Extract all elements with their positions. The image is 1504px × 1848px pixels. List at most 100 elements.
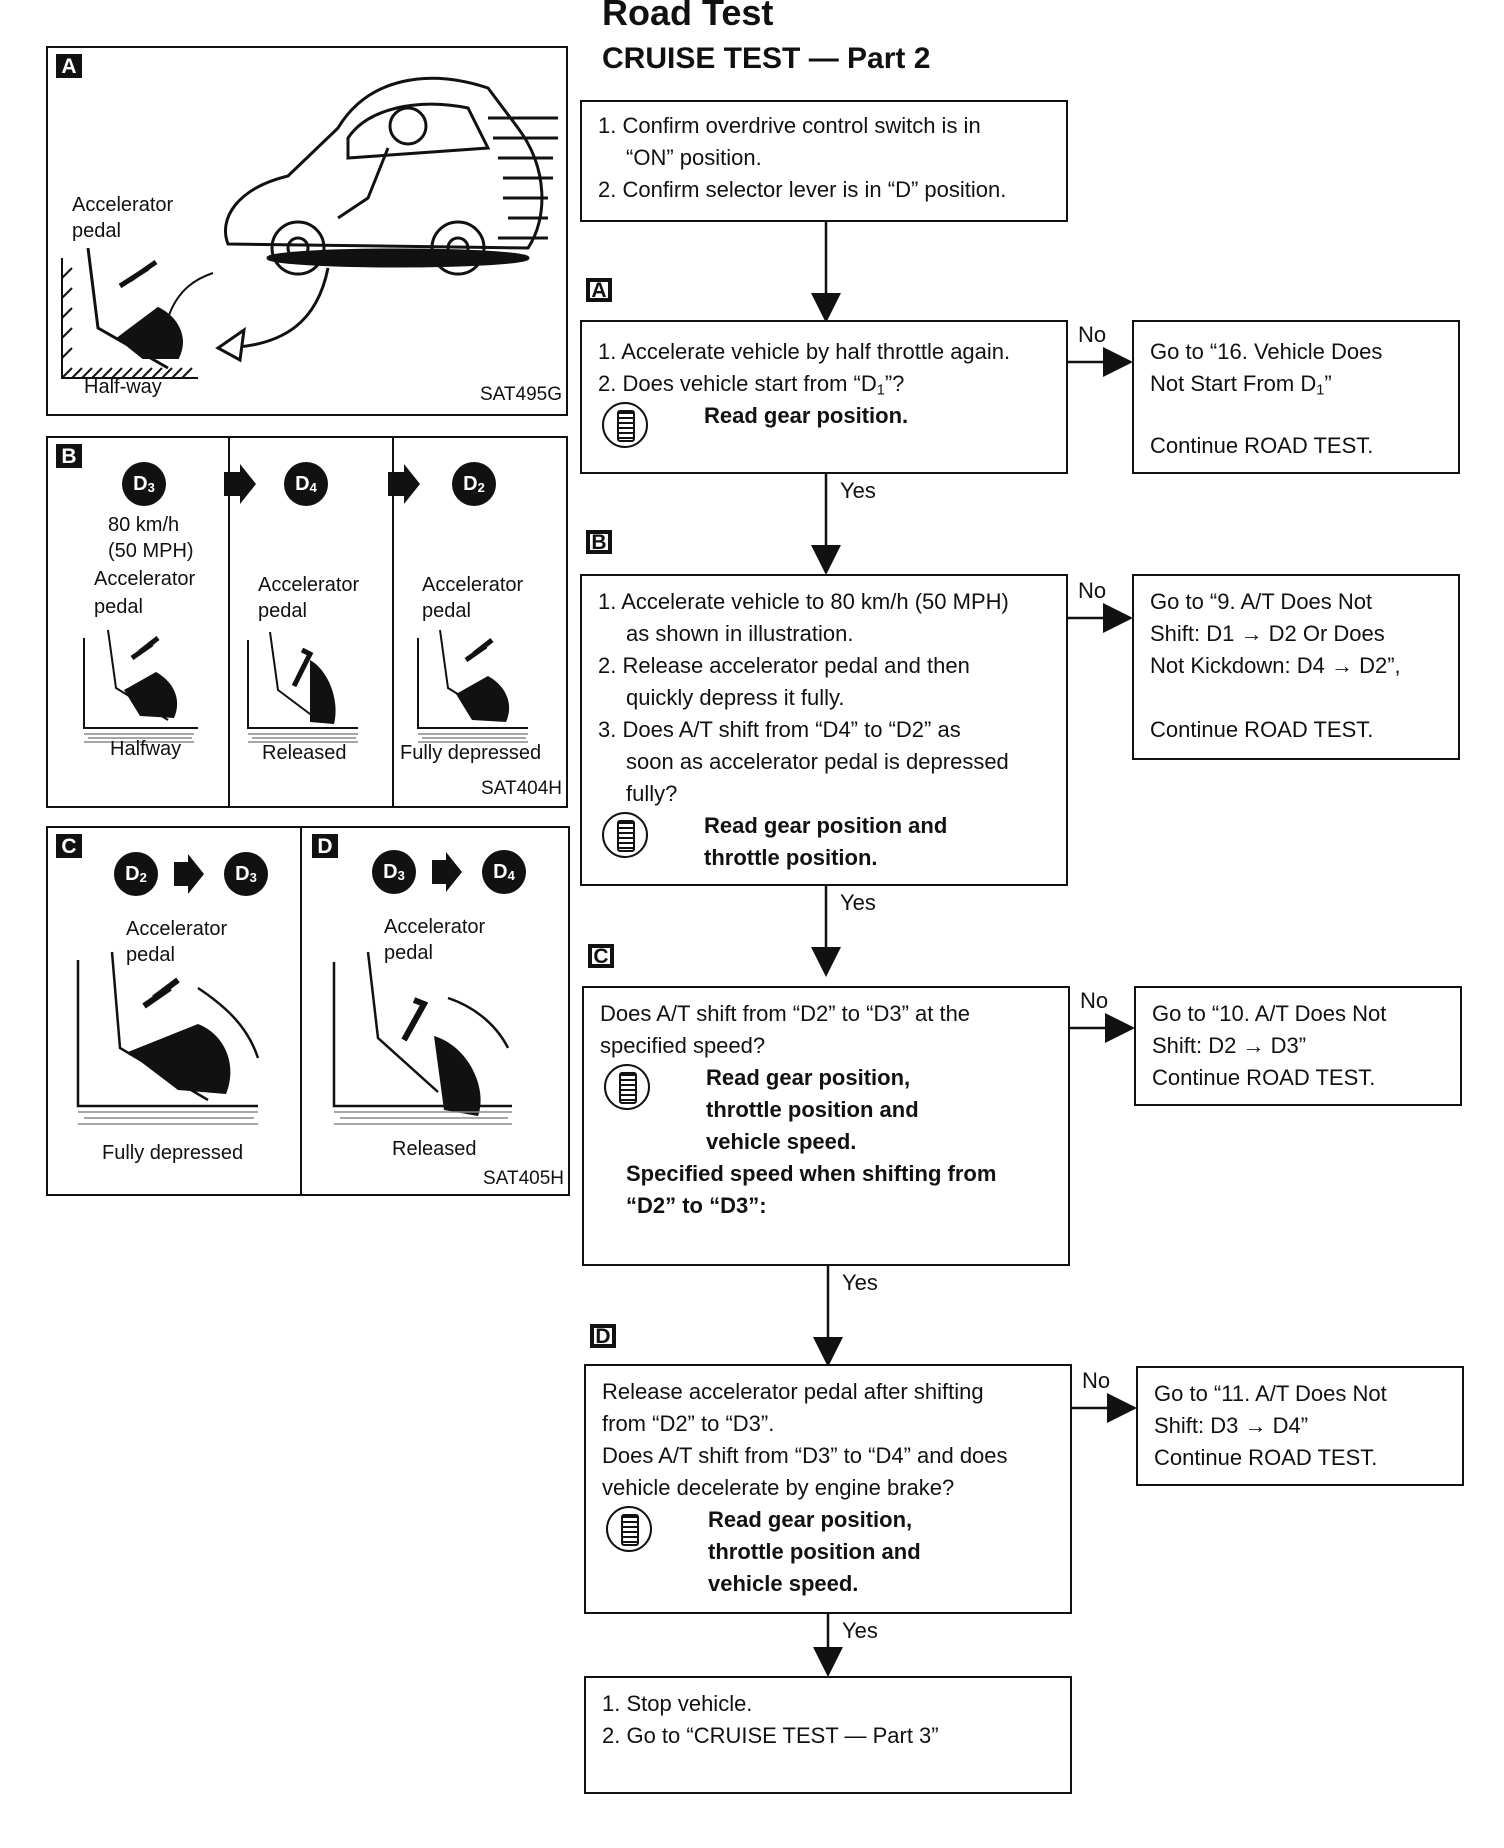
step-c-consult-3: vehicle speed.: [706, 1129, 857, 1154]
start-line-1: 1. Confirm overdrive control switch is i…: [598, 113, 981, 138]
yes-label-c: Yes: [842, 1270, 878, 1295]
result-a-line-3: Continue ROAD TEST.: [1150, 433, 1374, 458]
result-d-line-1: Go to “11. A/T Does Not: [1154, 1381, 1387, 1406]
consult-icon: [602, 402, 648, 448]
result-b-line-1: Go to “9. A/T Does Not: [1150, 589, 1373, 614]
gear-d4-badge: D4: [284, 462, 328, 506]
result-d-line-3: Continue ROAD TEST.: [1154, 1445, 1378, 1470]
step-b-line-2: as shown in illustration.: [626, 621, 854, 646]
step-d-consult-3: vehicle speed.: [708, 1571, 859, 1596]
step-b-line-5: 3. Does A/T shift from “D4” to “D2” as: [598, 717, 961, 742]
step-a-line-1: 1. Accelerate vehicle by half throttle a…: [598, 339, 1011, 364]
illustration-a-code: SAT495G: [479, 384, 562, 405]
panel-c-pedal-label-2: pedal: [126, 944, 175, 966]
step-c-consult-1: Read gear position,: [706, 1065, 911, 1090]
illustration-b-code: SAT404H: [481, 778, 562, 799]
panel-3-pedal-label-1: Accelerator: [422, 574, 524, 596]
page-subtitle: CRUISE TEST — Part 2: [602, 42, 931, 75]
end-line-1: 1. Stop vehicle.: [602, 1691, 753, 1716]
step-b-line-7: fully?: [626, 781, 678, 806]
panel-3-pedal-label-2: pedal: [422, 600, 471, 622]
illustration-d-letter: D: [312, 834, 338, 858]
panel-1-pedal-label-2: pedal: [94, 596, 143, 618]
step-a-box: 1. Accelerate vehicle by half throttle a…: [580, 320, 1068, 474]
consult-icon: [606, 1506, 652, 1552]
step-d-consult-1: Read gear position,: [708, 1507, 913, 1532]
step-b-consult-2: throttle position.: [704, 845, 878, 870]
step-b-line-3: 2. Release accelerator pedal and then: [598, 653, 970, 678]
illustration-cd: C D D2 D3 D3 D4 Accelerator pedal Fully …: [46, 826, 570, 1196]
panel-1-pedal-label-1: Accelerator: [94, 568, 196, 590]
result-a-line-1: Go to “16. Vehicle Does: [1150, 339, 1383, 364]
start-box: 1. Confirm overdrive control switch is i…: [580, 100, 1068, 222]
step-a-line-2: 2. Does vehicle start from “D1”?: [598, 371, 905, 399]
no-label-d: No: [1082, 1368, 1111, 1393]
result-c-line-3: Continue ROAD TEST.: [1152, 1065, 1376, 1090]
step-c-spec-1: Specified speed when shifting from: [626, 1161, 997, 1186]
illustration-a-pedal-label-2: pedal: [72, 220, 121, 242]
result-d-line-2: Shift: D3 → D4”: [1154, 1413, 1309, 1438]
illustration-a-state: Half-way: [84, 376, 162, 398]
result-c-box: Go to “10. A/T Does Not Shift: D2 → D3” …: [1134, 986, 1462, 1106]
step-d-consult-2: throttle position and: [708, 1539, 921, 1564]
step-c-line-2: specified speed?: [600, 1033, 766, 1058]
step-letter-a: A: [586, 278, 612, 302]
panel-2-state: Released: [262, 742, 347, 764]
result-b-line-3: Not Kickdown: D4 → D2”,: [1150, 653, 1401, 678]
panel-2-pedal-label-1: Accelerator: [258, 574, 360, 596]
step-b-box: 1. Accelerate vehicle to 80 km/h (50 MPH…: [580, 574, 1068, 886]
panel-c-pedal-label-1: Accelerator: [126, 918, 228, 940]
step-letter-b: B: [586, 530, 612, 554]
result-a-box: Go to “16. Vehicle Does Not Start From D…: [1132, 320, 1460, 474]
step-c-consult-2: throttle position and: [706, 1097, 919, 1122]
panel-2-pedal-label-2: pedal: [258, 600, 307, 622]
illustration-a-letter: A: [56, 54, 82, 78]
step-b-line-6: soon as accelerator pedal is depressed: [626, 749, 1009, 774]
step-letter-c: C: [588, 944, 614, 968]
step-d-line-1: Release accelerator pedal after shifting: [602, 1379, 984, 1404]
result-b-line-4: Continue ROAD TEST.: [1150, 717, 1374, 742]
illustration-a: A Accelerator pedal Half-way SAT495G: [46, 46, 568, 416]
gear-d3-badge: D3: [122, 462, 166, 506]
step-d-line-3: Does A/T shift from “D3” to “D4” and doe…: [602, 1443, 1008, 1468]
step-b-line-1: 1. Accelerate vehicle to 80 km/h (50 MPH…: [598, 589, 1009, 614]
result-b-box: Go to “9. A/T Does Not Shift: D1 → D2 Or…: [1132, 574, 1460, 760]
panel-divider: [300, 828, 302, 1194]
illustration-b: B D3 D4 D2 80 km/h (50 MPH) Accelerator …: [46, 436, 568, 808]
panel-c-state: Fully depressed: [102, 1142, 244, 1164]
step-d-line-4: vehicle decelerate by engine brake?: [602, 1475, 955, 1500]
step-a-consult: Read gear position.: [704, 403, 909, 428]
car-driver-drawing: [61, 76, 558, 379]
step-b-consult-1: Read gear position and: [704, 813, 948, 838]
no-label-b: No: [1078, 578, 1107, 603]
illustration-b-letter: B: [56, 444, 82, 468]
panel-1-state: Halfway: [110, 738, 182, 760]
yes-label-b: Yes: [840, 890, 876, 915]
no-label-c: No: [1080, 988, 1109, 1013]
end-box: 1. Stop vehicle. 2. Go to “CRUISE TEST —…: [584, 1676, 1072, 1794]
step-c-box: Does A/T shift from “D2” to “D3” at the …: [582, 986, 1070, 1266]
start-line-3: 2. Confirm selector lever is in “D” posi…: [598, 177, 1007, 202]
shift-arrows-and-pedals: [83, 464, 528, 743]
step-c-spec-2: “D2” to “D3”:: [626, 1193, 767, 1218]
start-line-2: “ON” position.: [626, 145, 762, 170]
gear-d3-badge: D3: [372, 850, 416, 894]
yes-label-a: Yes: [840, 478, 876, 503]
illustration-b-speed-2: (50 MPH): [108, 540, 194, 562]
shift-arrows-and-pedals: [76, 852, 512, 1125]
illustration-a-pedal-label-1: Accelerator: [72, 194, 174, 216]
result-c-line-2: Shift: D2 → D3”: [1152, 1033, 1307, 1058]
illustration-b-speed-1: 80 km/h: [108, 514, 180, 536]
yes-label-d: Yes: [842, 1618, 878, 1643]
panel-divider: [392, 438, 394, 806]
result-c-line-1: Go to “10. A/T Does Not: [1152, 1001, 1387, 1026]
panel-d-pedal-label-2: pedal: [384, 942, 433, 964]
consult-icon: [604, 1064, 650, 1110]
step-c-line-1: Does A/T shift from “D2” to “D3” at the: [600, 1001, 971, 1026]
end-line-2: 2. Go to “CRUISE TEST — Part 3”: [602, 1723, 939, 1748]
panel-d-state: Released: [392, 1138, 477, 1160]
step-d-box: Release accelerator pedal after shifting…: [584, 1364, 1072, 1614]
illustration-c-letter: C: [56, 834, 82, 858]
panel-d-pedal-label-1: Accelerator: [384, 916, 486, 938]
